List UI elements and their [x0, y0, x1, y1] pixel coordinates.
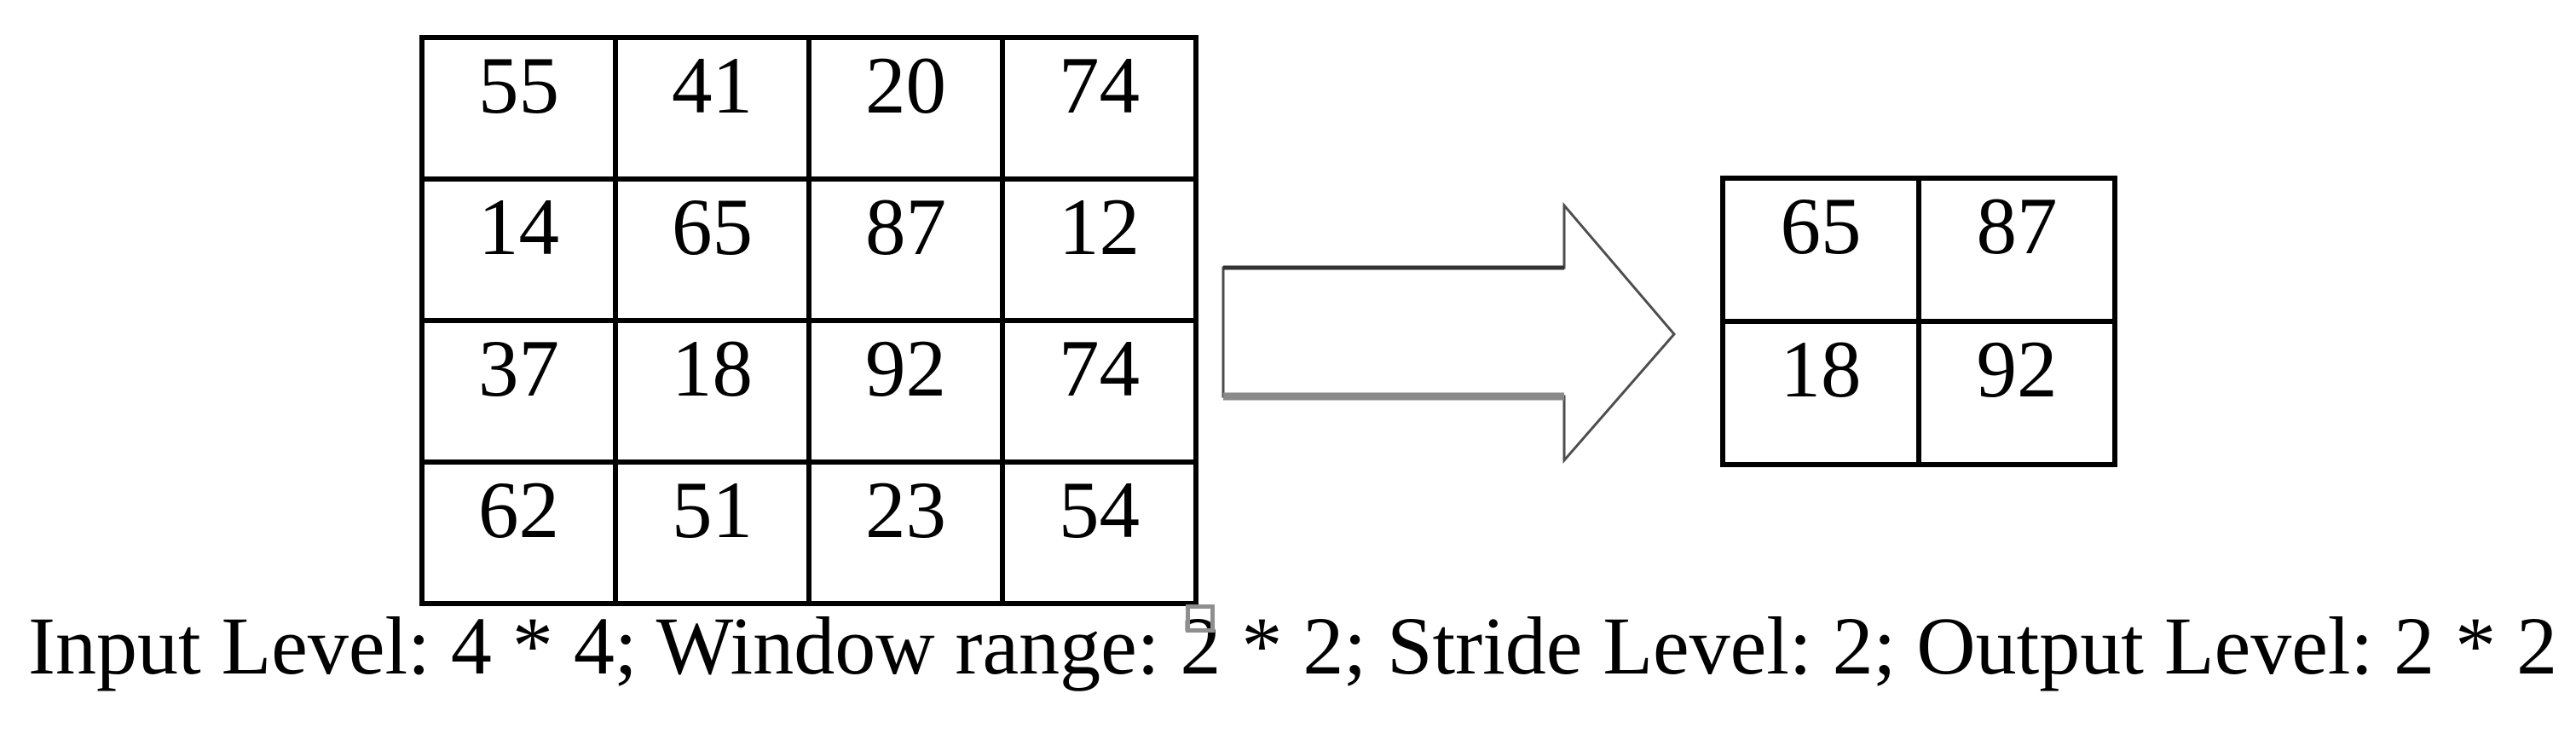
- table-row: 37 18 92 74: [419, 318, 1198, 465]
- matrix-cell: 18: [1720, 319, 1921, 467]
- matrix-cell: 65: [1720, 176, 1921, 324]
- table-row: 65 87: [1720, 176, 2117, 324]
- matrix-cell: 62: [419, 459, 618, 606]
- matrix-cell: 20: [806, 35, 1005, 182]
- missing-glyph-box-icon: [1186, 604, 1215, 633]
- matrix-cell: 37: [419, 318, 618, 465]
- matrix-cell: 92: [1916, 319, 2117, 467]
- table-row: 62 51 23 54: [419, 459, 1198, 606]
- table-row: 18 92: [1720, 319, 2117, 467]
- matrix-cell: 65: [613, 176, 811, 323]
- matrix-cell: 23: [806, 459, 1005, 606]
- matrix-cell: 51: [613, 459, 811, 606]
- matrix-cell: 74: [1000, 318, 1198, 465]
- matrix-cell: 12: [1000, 176, 1198, 323]
- right-block-arrow-icon: [1215, 194, 1692, 471]
- table-row: 55 41 20 74: [419, 35, 1198, 182]
- matrix-cell: 74: [1000, 35, 1198, 182]
- table-row: 14 65 87 12: [419, 176, 1198, 323]
- output-matrix: 65 87 18 92: [1720, 176, 2117, 467]
- matrix-cell: 41: [613, 35, 811, 182]
- matrix-cell: 54: [1000, 459, 1198, 606]
- matrix-cell: 87: [806, 176, 1005, 323]
- matrix-cell: 87: [1916, 176, 2117, 324]
- matrix-cell: 55: [419, 35, 618, 182]
- matrix-cell: 18: [613, 318, 811, 465]
- matrix-cell: 14: [419, 176, 618, 323]
- input-matrix: 55 41 20 74 14 65 87 12 37 18 92 74 62 5…: [419, 35, 1198, 606]
- matrix-cell: 92: [806, 318, 1005, 465]
- figure-caption: Input Level: 4 * 4; Window range: 2 * 2;…: [28, 600, 2558, 691]
